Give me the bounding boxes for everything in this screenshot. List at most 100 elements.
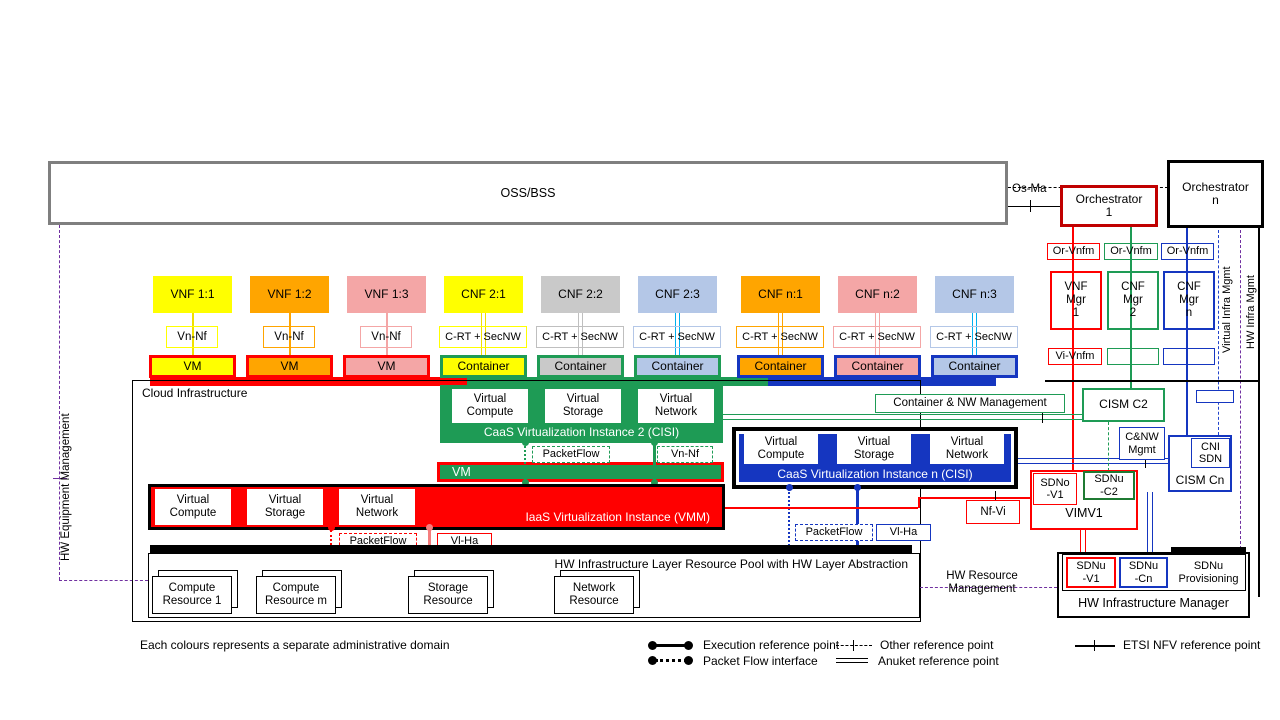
hw-resource-mgmt-label: HW Resource Management [946, 570, 1018, 595]
hw-infra-manager-label: HW Infrastructure Manager [1078, 596, 1229, 610]
cni-sdn-box: CNI SDN [1191, 438, 1230, 468]
salmon-dot-1 [426, 524, 433, 531]
network-resource: Network Resource [554, 576, 634, 614]
cnf22-box: CNF 2:2 [541, 276, 620, 313]
sdnu-provisioning-box: SDNu Provisioning [1178, 560, 1239, 585]
cnf21-container-box: Container [440, 355, 527, 378]
blue-dot-1 [786, 484, 793, 491]
cloud-infrastructure-box [132, 380, 921, 622]
vnf11-box: VNF 1:1 [153, 276, 232, 313]
oss-bss-box: OSS/BSS [48, 161, 1008, 225]
cnfn1-box: CNF n:1 [741, 276, 820, 313]
hw-infra-mgmt-label: HW Infra Mgmt [1245, 275, 1257, 349]
nfvi-line-2 [918, 497, 920, 508]
hw-equipment-mgmt-label: HW Equipment Management [60, 413, 72, 562]
empty-green-box [1107, 348, 1159, 365]
cnf23-crt-box: C-RT + SecNW [633, 326, 721, 348]
cnfn1-line [778, 313, 783, 355]
legend-other-label: Other reference point [880, 638, 994, 652]
vnf11-line [192, 313, 194, 355]
vnf12-box: VNF 1:2 [250, 276, 329, 313]
vimv1-sdnu-red-double [1080, 530, 1086, 556]
cnf22-line [578, 313, 583, 355]
cnfn2-line [875, 313, 880, 355]
sdnu-cn-box: SDNu -Cn [1119, 557, 1168, 588]
hw-equipment-mgmt-line [59, 225, 60, 580]
hw-infra-manager-inner-box [1062, 554, 1246, 591]
vnf11-vm-box: VM [149, 355, 236, 378]
cloud-infrastructure-label: Cloud Infrastructure [142, 386, 248, 400]
virtual-infra-mgmt-label: Virtual Infra Mgmt [1221, 266, 1233, 354]
red-dot-1 [328, 524, 335, 531]
vimv1-label: VIMV1 [1065, 506, 1103, 520]
legend-anuket-symbol [836, 658, 868, 663]
iaas-vlha-line [428, 530, 431, 549]
cnfn2-container-box: Container [834, 355, 921, 378]
legend-etsi-tick [1094, 640, 1095, 651]
sdnu-prov-bar [1171, 547, 1246, 555]
nfvi-line-1 [725, 507, 918, 509]
cismcn-sdnu-blue-double [1147, 492, 1153, 556]
orchestrator-1-box: Orchestrator 1 [1060, 185, 1158, 227]
orch1-cism-green-line [1130, 226, 1132, 388]
caas2-vnnf-line [653, 443, 656, 483]
iaas-domain-bar [150, 377, 467, 386]
caas2-virtual-storage: Virtual Storage [545, 389, 621, 423]
os-ma-label: Os-Ma [1012, 183, 1047, 195]
iaas-virtual-compute: Virtual Compute [155, 489, 231, 525]
os-ma-tick [1030, 200, 1031, 212]
caas2-packetflow-label: PacketFlow [532, 446, 610, 463]
caasn-virtual-network: Virtual Network [930, 434, 1004, 464]
caas2-domain-bar [467, 377, 781, 386]
cnfn3-container-box: Container [931, 355, 1018, 378]
legend-other-symbol [836, 645, 872, 646]
caasn-packetflow-line [788, 489, 790, 549]
sdnu-c2-box: SDNu -C2 [1083, 471, 1135, 500]
iaas-box [148, 484, 725, 530]
cnf22-container-box: Container [537, 355, 624, 378]
or-vnfm-red-box: Or-Vnfm [1047, 243, 1100, 260]
legend-packet-dot-1 [648, 656, 657, 665]
cnf-mgr-2-box: CNF Mgr 2 [1107, 271, 1159, 330]
iaas-packetflow-line [330, 530, 332, 549]
cnf23-container-box: Container [634, 355, 721, 378]
cnfn3-crt-box: C-RT + SecNW [930, 326, 1018, 348]
vnf13-line [386, 313, 388, 355]
caasn-packetflow-label: PacketFlow [795, 524, 873, 541]
mgmt-domain-black-hline [1045, 380, 1259, 382]
caas2-label: CaaS Virtualization Instance 2 (CISI) [483, 425, 680, 439]
vm-bar: VM [437, 462, 724, 482]
legend-exec-dot-2 [684, 641, 693, 650]
empty-blue-box [1163, 348, 1215, 365]
green-dot-3 [651, 439, 658, 446]
caas2-cism-anuket-line [723, 414, 1082, 420]
nfvi-tick [995, 491, 996, 503]
virtual-infra-mgmt-line [1218, 230, 1219, 435]
vnf13-vm-box: VM [343, 355, 430, 378]
cnfn2-box: CNF n:2 [838, 276, 917, 313]
hw-resource-mgmt-line [920, 587, 1057, 588]
iaas-label: IaaS Virtualization Instance (VMM) [525, 510, 710, 524]
os-ma-line [1008, 206, 1060, 207]
hw-pool-title: HW Infrastructure Layer Resource Pool wi… [554, 557, 908, 571]
legend-anuket-label: Anuket reference point [878, 654, 999, 668]
hw-equipment-mgmt-line-h [59, 580, 148, 581]
legend-other-tick [853, 640, 854, 651]
orchn-cism-blue-line [1186, 228, 1188, 435]
orchn-black-vline [1258, 228, 1260, 597]
sdnu-v1-box: SDNu -V1 [1066, 557, 1116, 588]
caasn-virtual-compute: Virtual Compute [744, 434, 818, 464]
cism-c2-sdnu-dashed-line [1108, 422, 1109, 471]
legend-packet-label: Packet Flow interface [703, 654, 818, 668]
caasn-vlha-line [856, 489, 859, 549]
nfvi-line-3 [918, 497, 1030, 499]
caasn-domain-bar [768, 377, 996, 386]
legend-packet-symbol [655, 659, 687, 662]
green-dot-1 [522, 439, 529, 446]
green-dot-4 [651, 479, 658, 486]
or-vnfm-blue-box: Or-Vnfm [1161, 243, 1214, 260]
legend-execution-label: Execution reference point [703, 638, 840, 652]
cnf23-line [675, 313, 680, 355]
container-nw-mgmt-box: Container & NW Management [875, 394, 1065, 413]
